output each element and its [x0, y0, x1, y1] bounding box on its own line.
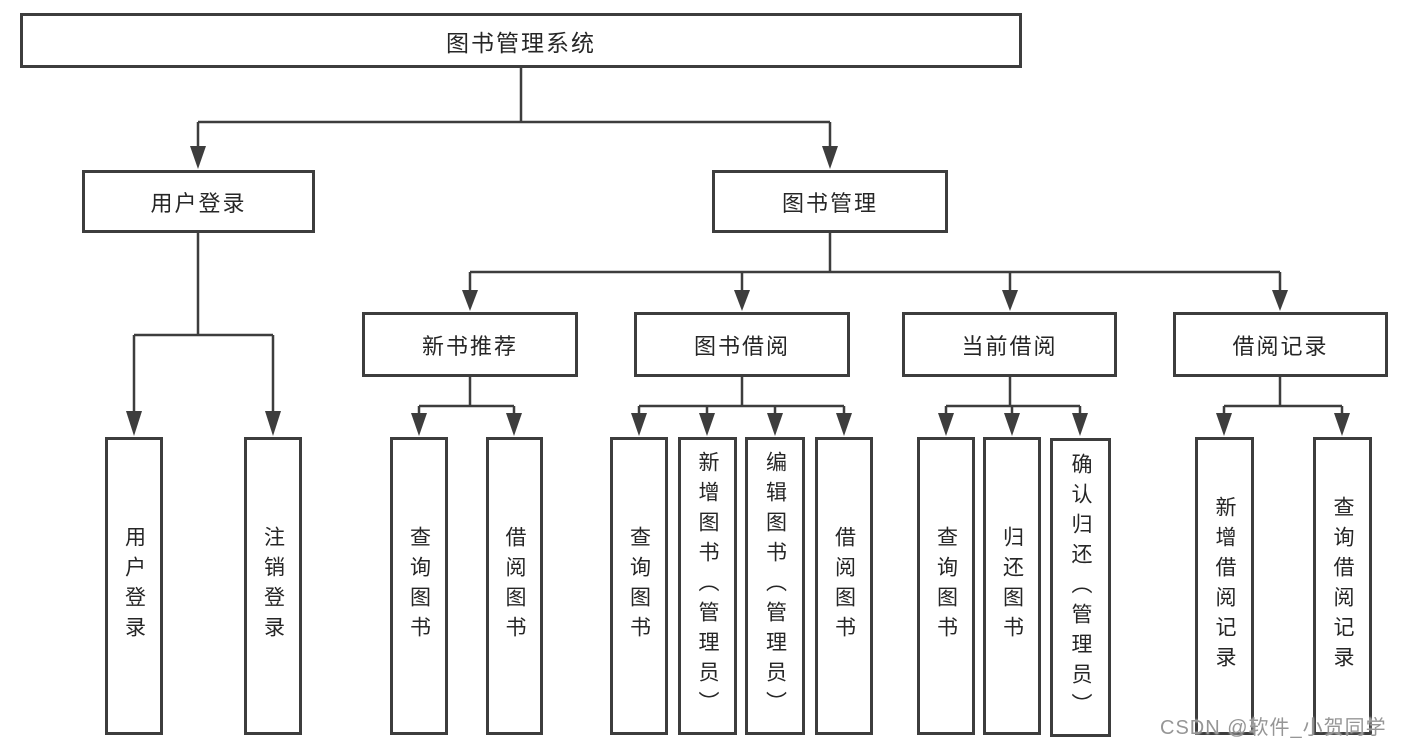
arrowhead-down-icon: [1002, 290, 1018, 311]
arrowhead-down-icon: [265, 411, 281, 436]
connector-new-book-recommend: [417, 377, 516, 415]
node-book-management: 图书管理: [712, 170, 948, 233]
node-book-borrowing-label: 图书借阅: [693, 333, 790, 359]
connector-book-borrowing: [637, 377, 846, 415]
csdn-watermark: CSDN @软件_小贺同学: [1160, 717, 1387, 739]
leaf-user-login: 用户登录: [105, 437, 163, 735]
arrowhead-down-icon: [411, 413, 427, 436]
leaf-query-borrow-record-label: 查询借阅记录: [1331, 496, 1354, 676]
arrowhead-down-icon: [631, 413, 647, 436]
connector-user-login: [132, 233, 275, 413]
leaf-query-books-1-label: 查询图书: [407, 526, 431, 646]
connector-current-borrowing: [944, 377, 1082, 415]
connector-borrowing-records: [1222, 377, 1344, 415]
leaf-borrow-books-2-label: 借阅图书: [832, 526, 856, 646]
arrowhead-down-icon: [767, 413, 783, 436]
arrowhead-down-icon: [126, 411, 142, 436]
node-borrowing-records-label: 借阅记录: [1232, 333, 1329, 359]
node-root-system: 图书管理系统: [20, 13, 1022, 68]
arrowhead-down-icon: [822, 146, 838, 169]
arrowhead-down-icon: [1004, 413, 1020, 436]
leaf-query-borrow-record: 查询借阅记录: [1313, 437, 1372, 735]
leaf-add-books-admin-label: 新增图书（管理员）: [696, 451, 719, 721]
arrowhead-down-icon: [1072, 413, 1088, 436]
leaf-query-books-1: 查询图书: [390, 437, 448, 735]
leaf-edit-books-admin-label: 编辑图书（管理员）: [763, 451, 787, 721]
node-user-login-label: 用户登录: [150, 190, 247, 216]
arrowhead-down-icon: [462, 290, 478, 311]
leaf-return-books: 归还图书: [983, 437, 1041, 735]
leaf-logout: 注销登录: [244, 437, 302, 735]
leaf-add-borrow-record-label: 新增借阅记录: [1213, 496, 1236, 676]
leaf-add-borrow-record: 新增借阅记录: [1195, 437, 1254, 735]
leaf-return-books-label: 归还图书: [1000, 526, 1024, 646]
leaf-query-books-3-label: 查询图书: [934, 526, 958, 646]
node-new-book-recommend: 新书推荐: [362, 312, 578, 377]
leaf-borrow-books-1: 借阅图书: [486, 437, 543, 735]
connector-book-management: [468, 233, 1282, 292]
arrowhead-down-icon: [734, 290, 750, 311]
leaf-query-books-3: 查询图书: [917, 437, 975, 735]
node-book-borrowing: 图书借阅: [634, 312, 850, 377]
leaf-confirm-return-admin-label: 确认归还（管理员）: [1069, 452, 1092, 723]
leaf-user-login-label: 用户登录: [122, 526, 146, 646]
leaf-borrow-books-1-label: 借阅图书: [503, 526, 526, 646]
arrowhead-down-icon: [1272, 290, 1288, 311]
node-book-management-label: 图书管理: [781, 190, 878, 216]
arrowhead-down-icon: [1216, 413, 1232, 436]
node-new-book-recommend-label: 新书推荐: [421, 333, 518, 359]
leaf-query-books-2-label: 查询图书: [627, 526, 651, 646]
node-user-login: 用户登录: [82, 170, 315, 233]
arrowhead-down-icon: [836, 413, 852, 436]
leaf-confirm-return-admin: 确认归还（管理员）: [1050, 438, 1111, 737]
node-current-borrowing-label: 当前借阅: [961, 333, 1058, 359]
node-current-borrowing: 当前借阅: [902, 312, 1117, 377]
node-borrowing-records: 借阅记录: [1173, 312, 1388, 377]
leaf-edit-books-admin: 编辑图书（管理员）: [745, 437, 805, 735]
leaf-logout-label: 注销登录: [261, 526, 285, 646]
arrowhead-down-icon: [938, 413, 954, 436]
arrowhead-down-icon: [190, 146, 206, 169]
leaf-add-books-admin: 新增图书（管理员）: [678, 437, 737, 735]
leaf-borrow-books-2: 借阅图书: [815, 437, 873, 735]
arrowhead-down-icon: [1334, 413, 1350, 436]
connector-root: [196, 68, 832, 148]
leaf-query-books-2: 查询图书: [610, 437, 668, 735]
arrowhead-down-icon: [506, 413, 522, 436]
arrowhead-down-icon: [699, 413, 715, 436]
node-root-label: 图书管理系统: [446, 29, 596, 56]
